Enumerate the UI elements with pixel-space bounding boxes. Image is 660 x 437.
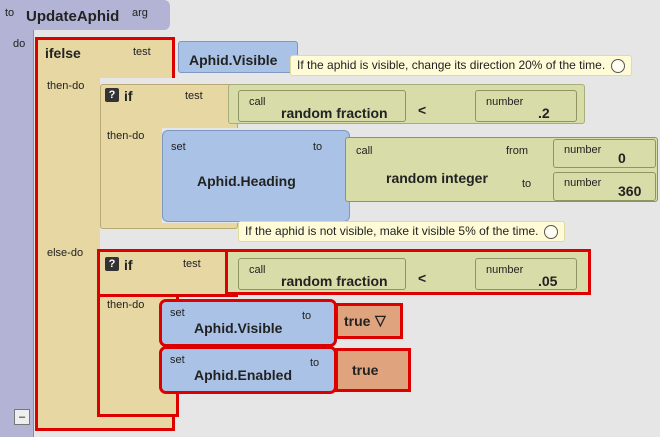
- procedure-to-label: to: [5, 7, 15, 19]
- true-dropdown-block[interactable]: true ▽: [335, 303, 403, 339]
- to-number-block[interactable]: number 360: [553, 172, 656, 201]
- cmp1-func-label: random fraction: [281, 105, 388, 121]
- procedure-header[interactable]: [0, 0, 170, 30]
- random-integer-func-label: random integer: [386, 170, 488, 186]
- cmp2-number-value[interactable]: .05: [538, 273, 558, 289]
- cmp2-number-label: number: [486, 264, 524, 276]
- procedure-block[interactable]: [0, 0, 34, 437]
- random-integer-from-label: from: [506, 145, 528, 157]
- set-visible-block[interactable]: set Aphid.Visible to: [159, 299, 337, 347]
- cmp2-func-label: random fraction: [281, 273, 388, 289]
- if2-then-label: then-do: [107, 299, 145, 311]
- cmp1-call-label: call: [249, 96, 266, 108]
- comment-toggle-icon[interactable]: [611, 58, 626, 73]
- cmp1-number-block[interactable]: number .2: [475, 90, 577, 122]
- true-dropdown-value: true: [344, 313, 371, 329]
- random-integer-call-label: call: [356, 145, 373, 157]
- cmp2-call-block[interactable]: call random fraction: [238, 258, 406, 290]
- from-number-block[interactable]: number 0: [553, 139, 656, 168]
- if1-label: if: [124, 88, 133, 104]
- cmp1-number-value[interactable]: .2: [538, 105, 550, 121]
- from-number-value[interactable]: 0: [618, 150, 626, 166]
- aphid-visible-getter[interactable]: Aphid.Visible: [178, 41, 298, 73]
- set-heading-set-label: set: [171, 141, 186, 153]
- set-heading-block[interactable]: set Aphid.Heading to: [162, 130, 350, 222]
- random-integer-to-label: to: [522, 178, 532, 190]
- set-heading-to-label: to: [313, 141, 323, 153]
- true-block-value: true: [352, 362, 379, 378]
- set-enabled-block[interactable]: set Aphid.Enabled to: [159, 346, 337, 394]
- ifelse-test-label: test: [133, 46, 151, 58]
- ifelse-label: ifelse: [45, 45, 81, 61]
- comment-not-visible-text: If the aphid is not visible, make it vis…: [245, 224, 539, 238]
- comment-visible[interactable]: If the aphid is visible, change its dire…: [290, 55, 633, 76]
- cmp2-call-label: call: [249, 264, 266, 276]
- comment-not-visible[interactable]: If the aphid is not visible, make it vis…: [238, 221, 566, 242]
- comment-visible-text: If the aphid is visible, change its dire…: [297, 58, 606, 72]
- set-visible-set-label: set: [170, 307, 185, 319]
- set-enabled-to-label: to: [310, 357, 320, 369]
- collapse-button[interactable]: –: [14, 409, 30, 425]
- cmp1-call-block[interactable]: call random fraction: [238, 90, 406, 122]
- if1-then-label: then-do: [107, 130, 145, 142]
- if2-mutator-icon[interactable]: ?: [105, 257, 119, 271]
- ifelse-else-label: else-do: [47, 247, 84, 259]
- if2-test-label: test: [183, 258, 201, 270]
- set-heading-name[interactable]: Aphid.Heading: [197, 173, 296, 189]
- if1-test-label: test: [185, 90, 203, 102]
- ifelse-then-label: then-do: [47, 80, 85, 92]
- aphid-visible-getter-label: Aphid.Visible: [189, 52, 278, 68]
- from-number-label: number: [564, 144, 602, 156]
- if2-label: if: [124, 257, 133, 273]
- set-enabled-set-label: set: [170, 354, 185, 366]
- to-number-label: number: [564, 177, 602, 189]
- cmp2-number-block[interactable]: number .05: [475, 258, 577, 290]
- comment-toggle-icon[interactable]: [544, 224, 559, 239]
- if2-header[interactable]: [97, 249, 238, 297]
- set-visible-name[interactable]: Aphid.Visible: [194, 320, 283, 336]
- procedure-name[interactable]: UpdateAphid: [26, 8, 120, 25]
- procedure-do-label: do: [13, 38, 26, 50]
- procedure-arg-label: arg: [132, 7, 148, 19]
- collapse-icon: –: [18, 411, 26, 423]
- true-block[interactable]: true: [335, 348, 411, 392]
- dropdown-arrow-icon[interactable]: ▽: [375, 312, 386, 328]
- cmp1-number-label: number: [486, 96, 524, 108]
- cmp1-operator[interactable]: <: [418, 102, 427, 118]
- cmp2-operator[interactable]: <: [418, 270, 427, 286]
- set-visible-to-label: to: [302, 310, 312, 322]
- set-enabled-name[interactable]: Aphid.Enabled: [194, 367, 292, 383]
- if1-mutator-icon[interactable]: ?: [105, 88, 119, 102]
- to-number-value[interactable]: 360: [618, 183, 642, 199]
